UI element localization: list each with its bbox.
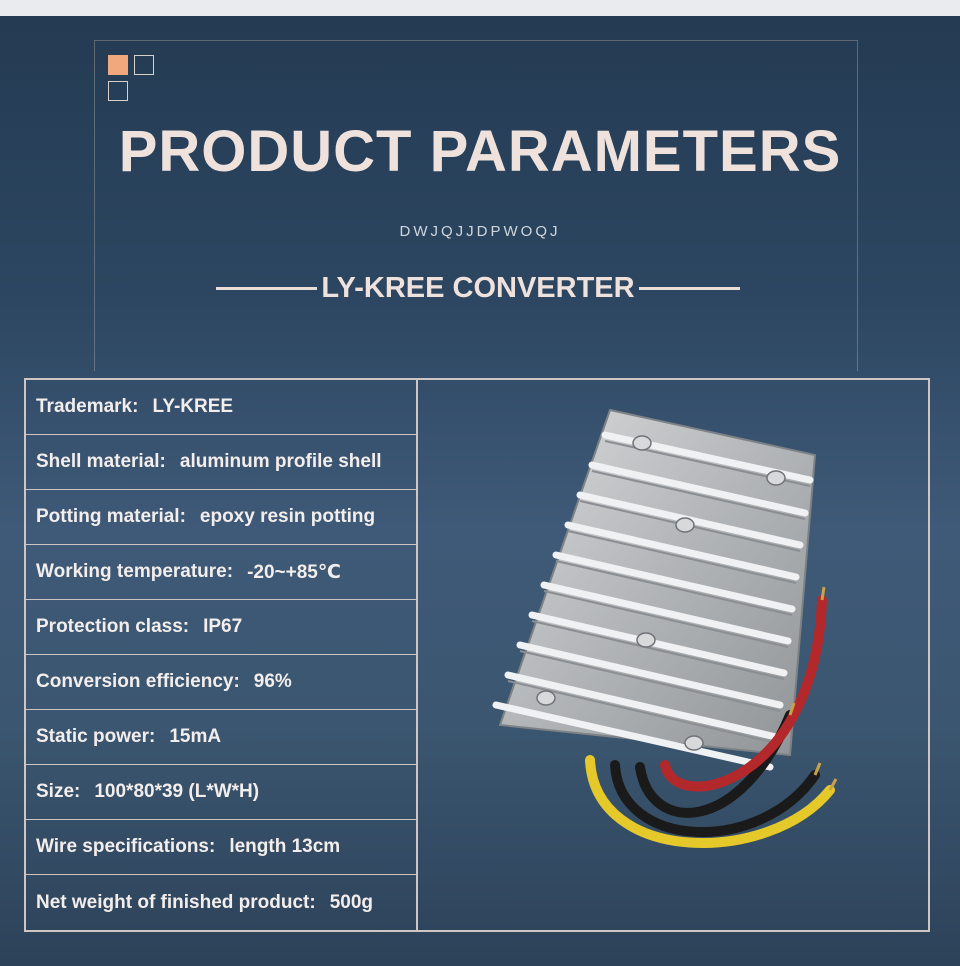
- spec-label: Conversion efficiency:: [36, 671, 240, 692]
- spec-value: 500g: [329, 891, 374, 913]
- spec-row: Wire specifications: length 13cm: [26, 820, 416, 875]
- spec-row: Protection class: IP67: [26, 600, 416, 655]
- spec-row: Potting material: epoxy resin potting: [26, 490, 416, 545]
- spec-value: epoxy resin potting: [199, 506, 376, 527]
- spec-value: length 13cm: [229, 836, 341, 857]
- spec-label: Working temperature:: [36, 561, 234, 582]
- spec-row: Shell material: aluminum profile shell: [26, 435, 416, 490]
- spec-list: Trademark: LY-KREE Shell material: aluminu…: [26, 380, 418, 930]
- product-subtitle: LY-KREE CONVERTER: [321, 271, 635, 304]
- spec-row: Static power: 15mA: [26, 710, 416, 765]
- spec-row: Working temperature: -20~+85℃: [26, 545, 416, 600]
- spec-value: IP67: [203, 616, 243, 637]
- top-bar: [0, 0, 960, 16]
- decor-square-outline: [134, 55, 154, 75]
- spec-label: Net weight of finished product:: [36, 891, 316, 913]
- header-frame: [94, 40, 858, 371]
- spec-value: 100*80*39 (L*W*H): [94, 781, 260, 802]
- spec-label: Wire specifications:: [36, 836, 216, 857]
- spec-label: Potting material:: [36, 506, 186, 527]
- spec-label: Static power:: [36, 726, 156, 747]
- spec-value: -20~+85℃: [247, 561, 341, 583]
- spec-row: Net weight of finished product: 500g: [26, 875, 416, 930]
- decor-code-text: DWJQJJDPWOQJ: [399, 223, 561, 240]
- spec-value: aluminum profile shell: [179, 451, 382, 472]
- spec-row: Conversion efficiency: 96%: [26, 655, 416, 710]
- spec-row: Trademark: LY-KREE: [26, 380, 416, 435]
- spec-label: Shell material:: [36, 451, 166, 472]
- column-divider: [416, 380, 418, 930]
- converter-product-image: [492, 408, 838, 848]
- spec-value: 15mA: [169, 726, 222, 747]
- spec-table: Trademark: LY-KREE Shell material: aluminu…: [24, 378, 930, 932]
- decor-square-filled: [108, 55, 128, 75]
- page-title: PRODUCT PARAMETERS: [118, 119, 842, 184]
- spec-label: Size:: [36, 781, 81, 802]
- divider-left: [216, 286, 318, 290]
- spec-row: Size: 100*80*39 (L*W*H): [26, 765, 416, 820]
- spec-label: Protection class:: [36, 616, 190, 637]
- divider-right: [638, 286, 740, 290]
- spec-value: LY-KREE: [152, 396, 234, 417]
- decor-square-outline: [108, 81, 128, 101]
- spec-value: 96%: [253, 671, 292, 692]
- spec-label: Trademark:: [36, 396, 139, 417]
- subtitle-row: LY-KREE CONVERTER: [216, 268, 740, 308]
